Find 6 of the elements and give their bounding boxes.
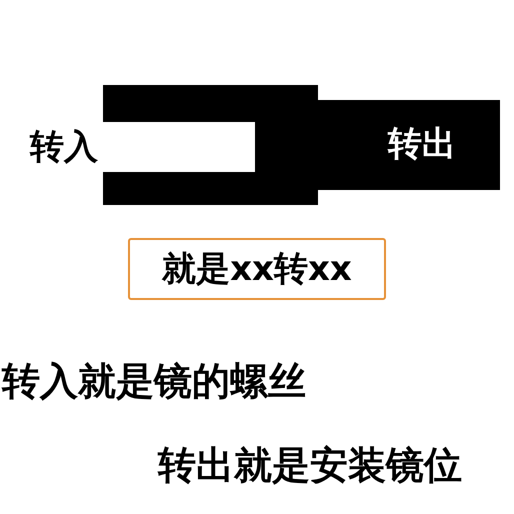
note-text: 转出就是安装镜位 <box>158 442 462 489</box>
part-label: 转出 <box>388 123 456 166</box>
part-label: 转入 <box>30 126 98 169</box>
note-text: 转入就是镜的螺丝 <box>2 358 306 405</box>
note-text: 就是xx转xx <box>162 248 352 291</box>
note-box <box>128 238 386 300</box>
